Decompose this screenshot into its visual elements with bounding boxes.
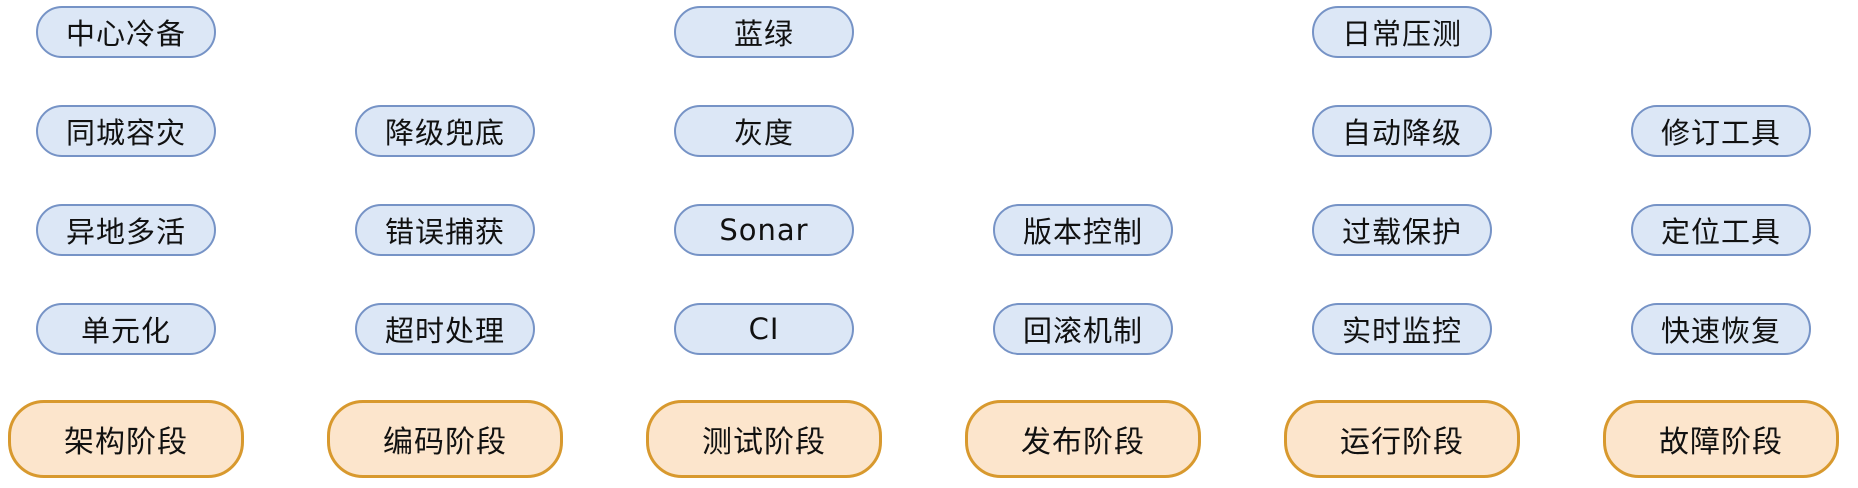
item-node: 灰度 bbox=[674, 105, 854, 157]
item-node: 中心冷备 bbox=[36, 6, 216, 58]
item-node: Sonar bbox=[674, 204, 854, 256]
item-node: 版本控制 bbox=[993, 204, 1173, 256]
phase-node: 架构阶段 bbox=[8, 400, 244, 478]
item-node: 单元化 bbox=[36, 303, 216, 355]
item-node: 定位工具 bbox=[1631, 204, 1811, 256]
item-node: 蓝绿 bbox=[674, 6, 854, 58]
item-node: 实时监控 bbox=[1312, 303, 1492, 355]
item-node: 降级兜底 bbox=[355, 105, 535, 157]
item-node: 日常压测 bbox=[1312, 6, 1492, 58]
item-node: 自动降级 bbox=[1312, 105, 1492, 157]
item-node: 回滚机制 bbox=[993, 303, 1173, 355]
phase-node: 测试阶段 bbox=[646, 400, 882, 478]
phase-node: 发布阶段 bbox=[965, 400, 1201, 478]
phase-node: 故障阶段 bbox=[1603, 400, 1839, 478]
item-node: 同城容灾 bbox=[36, 105, 216, 157]
phase-node: 编码阶段 bbox=[327, 400, 563, 478]
item-node: 错误捕获 bbox=[355, 204, 535, 256]
item-node: 过载保护 bbox=[1312, 204, 1492, 256]
item-node: 修订工具 bbox=[1631, 105, 1811, 157]
phase-node: 运行阶段 bbox=[1284, 400, 1520, 478]
item-node: 超时处理 bbox=[355, 303, 535, 355]
item-node: 异地多活 bbox=[36, 204, 216, 256]
item-node: 快速恢复 bbox=[1631, 303, 1811, 355]
item-node: CI bbox=[674, 303, 854, 355]
